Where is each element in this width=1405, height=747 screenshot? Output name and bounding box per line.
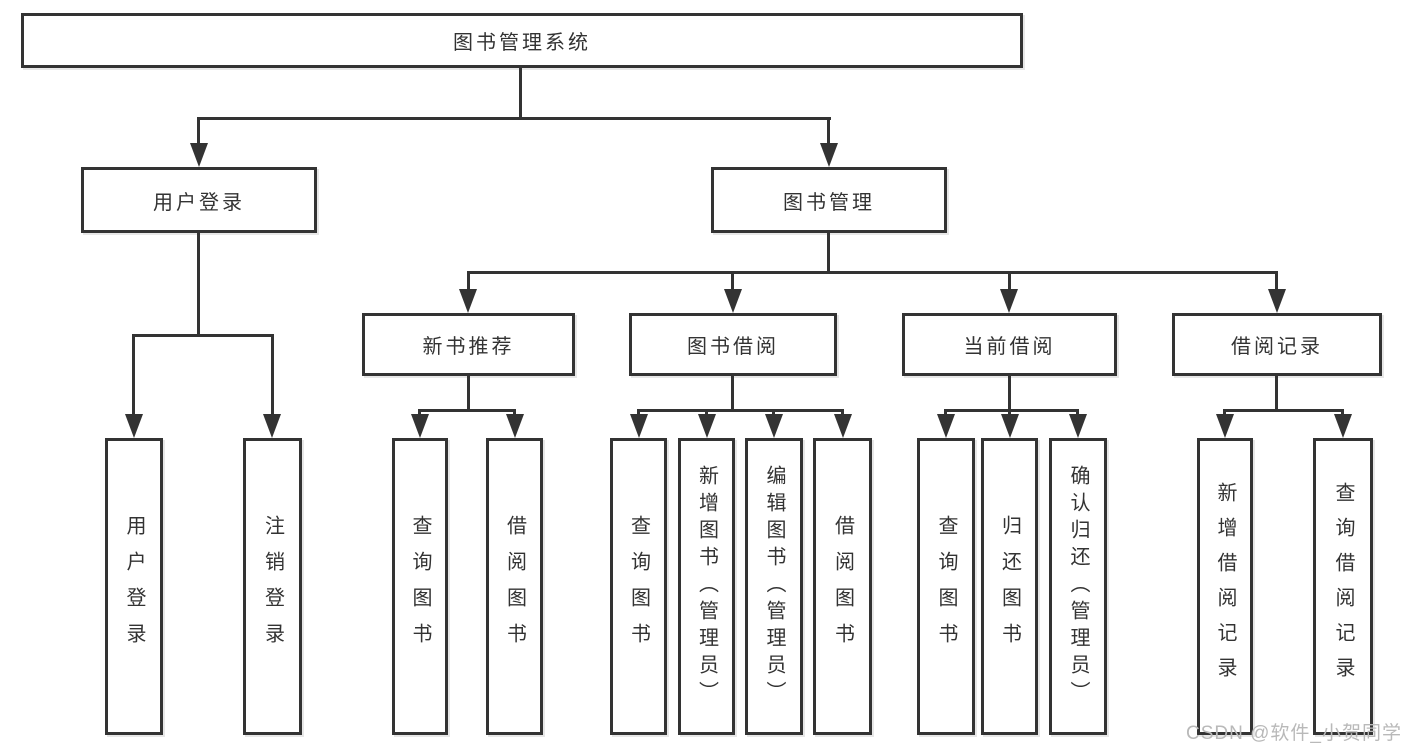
connector-stem	[1223, 409, 1226, 417]
node-label: 图书借阅	[687, 336, 779, 358]
connector-stem	[271, 334, 274, 416]
node-label: 图书管理	[783, 191, 875, 214]
connector-stem	[1008, 271, 1011, 291]
connector-branch	[467, 271, 1278, 274]
node-label: 当前借阅	[963, 336, 1056, 358]
node-library-management-system: 图书管理系统	[21, 13, 1023, 68]
node-label: 确认归还（管理员）	[1067, 465, 1089, 708]
node-borrow-books: 借阅图书	[486, 438, 543, 735]
node-borrowing-records: 借阅记录	[1172, 313, 1382, 376]
node-query-borrow-record: 查询借阅记录	[1313, 438, 1373, 735]
node-book-management: 图书管理	[711, 167, 947, 233]
connector-stem	[731, 376, 734, 412]
node-user-login-leaf: 用户登录	[105, 438, 163, 735]
arrowhead-down-icon	[724, 289, 742, 313]
arrowhead-down-icon	[765, 414, 783, 438]
node-label: 借阅记录	[1231, 336, 1323, 358]
node-confirm-return-admin: 确认归还（管理员）	[1049, 438, 1107, 735]
arrowhead-down-icon	[459, 289, 477, 313]
node-label: 注销登录	[261, 514, 284, 659]
connector-stem	[132, 334, 135, 416]
connector-branch	[1223, 409, 1344, 412]
node-add-borrow-record: 新增借阅记录	[1197, 438, 1253, 735]
node-label: 查询图书	[935, 514, 957, 659]
arrowhead-down-icon	[1334, 414, 1352, 438]
connector-branch	[637, 409, 843, 412]
connector-stem	[467, 376, 470, 412]
connector-branch	[944, 409, 1078, 412]
connector-stem	[197, 233, 200, 337]
arrowhead-down-icon	[820, 143, 838, 167]
arrowhead-down-icon	[630, 414, 648, 438]
connector-stem	[1076, 409, 1079, 417]
arrowhead-down-icon	[937, 414, 955, 438]
node-label: 查询图书	[409, 514, 431, 659]
arrowhead-down-icon	[125, 414, 143, 438]
connector-stem	[944, 409, 947, 417]
connector-root-branch	[197, 117, 831, 120]
connector-stem	[1275, 271, 1278, 291]
connector-stem	[772, 409, 775, 417]
node-logout: 注销登录	[243, 438, 302, 735]
node-label: 用户登录	[153, 191, 245, 214]
node-label: 查询图书	[627, 514, 650, 659]
node-query-books: 查询图书	[610, 438, 667, 735]
node-new-book-recommendation: 新书推荐	[362, 313, 575, 376]
node-label: 新增借阅记录	[1214, 481, 1236, 692]
connector-stem	[731, 271, 734, 291]
arrowhead-down-icon	[190, 143, 208, 167]
node-return-books: 归还图书	[981, 438, 1038, 735]
arrowhead-down-icon	[411, 414, 429, 438]
connector-stem	[513, 409, 516, 417]
node-label: 查询借阅记录	[1332, 481, 1354, 692]
watermark: CSDN @软件_小贺同学	[1186, 723, 1402, 744]
connector-stem	[841, 409, 844, 417]
arrowhead-down-icon	[1069, 414, 1087, 438]
node-current-borrowing: 当前借阅	[902, 313, 1117, 376]
arrowhead-down-icon	[1001, 414, 1019, 438]
node-label: 借阅图书	[831, 514, 854, 659]
arrowhead-down-icon	[834, 414, 852, 438]
node-label: 用户登录	[123, 514, 145, 659]
connector-root-stem	[519, 68, 522, 119]
connector-stem	[1341, 409, 1344, 417]
connector-stem	[467, 271, 470, 291]
connector-stem	[1008, 409, 1011, 417]
connector-branch	[132, 334, 274, 337]
arrowhead-down-icon	[1268, 289, 1286, 313]
node-add-books-admin: 新增图书（管理员）	[678, 438, 735, 735]
node-label: 新增图书（管理员）	[695, 465, 718, 708]
node-label: 图书管理系统	[453, 32, 591, 54]
connector-branch	[418, 409, 516, 412]
node-query-books: 查询图书	[392, 438, 448, 735]
arrowhead-down-icon	[698, 414, 716, 438]
connector-stem	[637, 409, 640, 417]
node-label: 借阅图书	[503, 514, 526, 659]
node-edit-books-admin: 编辑图书（管理员）	[745, 438, 803, 735]
node-label: 新书推荐	[422, 336, 515, 358]
node-query-books: 查询图书	[917, 438, 975, 735]
node-user-login: 用户登录	[81, 167, 317, 233]
connector-stem	[827, 233, 830, 274]
node-borrow-books: 借阅图书	[813, 438, 872, 735]
node-label: 归还图书	[998, 514, 1021, 659]
connector-stem	[197, 117, 200, 147]
node-book-borrowing: 图书借阅	[629, 313, 837, 376]
connector-stem	[827, 117, 830, 147]
arrowhead-down-icon	[1000, 289, 1018, 313]
arrowhead-down-icon	[506, 414, 524, 438]
connector-stem	[1008, 376, 1011, 412]
connector-stem	[705, 409, 708, 417]
arrowhead-down-icon	[1216, 414, 1234, 438]
node-label: 编辑图书（管理员）	[763, 465, 785, 708]
connector-stem	[418, 409, 421, 417]
arrowhead-down-icon	[263, 414, 281, 438]
connector-stem	[1275, 376, 1278, 412]
